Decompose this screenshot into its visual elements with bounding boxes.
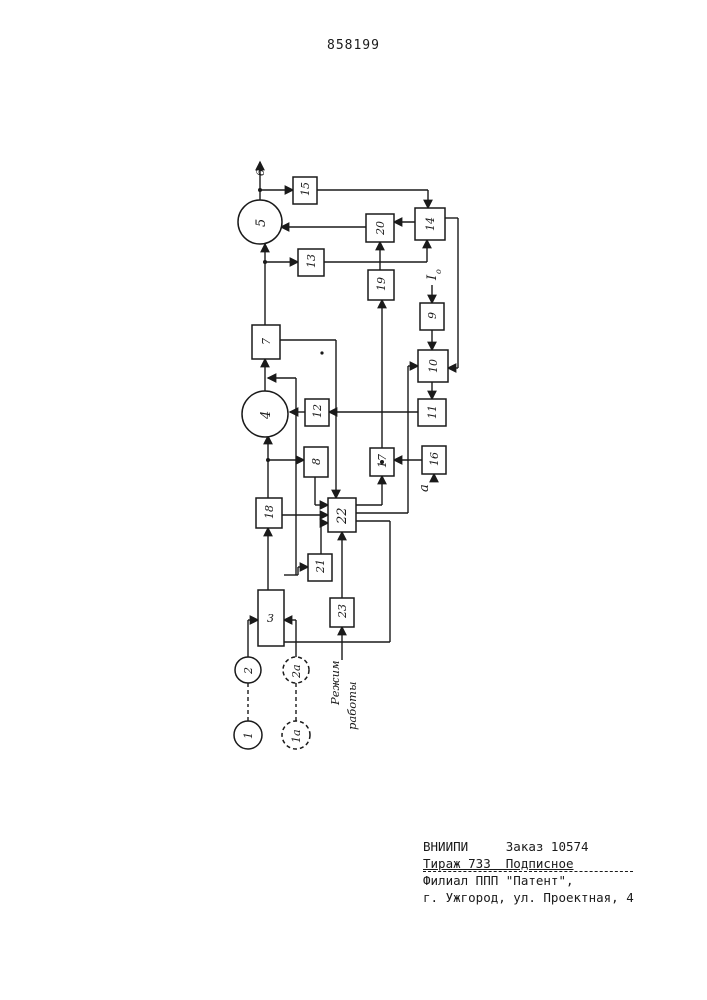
svg-text:19: 19 (375, 277, 388, 291)
machine-5: 5 (238, 200, 282, 244)
svg-text:1: 1 (242, 732, 255, 739)
svg-text:работы: работы (345, 682, 359, 730)
svg-text:11: 11 (426, 405, 439, 419)
output-label-6: 6 (254, 169, 267, 176)
svg-text:I: I (425, 274, 440, 281)
mode-label: Режим работы (328, 660, 359, 730)
block-22: 22 (328, 498, 356, 532)
svg-text:1a: 1a (290, 729, 303, 743)
svg-text:o: o (434, 269, 443, 274)
svg-text:18: 18 (263, 505, 276, 519)
block-12: 12 (305, 399, 329, 426)
svg-text:22: 22 (335, 507, 350, 525)
svg-text:12: 12 (311, 404, 324, 418)
svg-text:4: 4 (259, 411, 274, 420)
imprint-rule (423, 871, 633, 872)
block-7: 7 (252, 325, 280, 359)
svg-text:23: 23 (336, 604, 349, 619)
block-16: 16 (422, 446, 446, 474)
svg-text:2a: 2a (290, 664, 303, 679)
imprint: ВНИИПИ Заказ 10574 Тираж 733 Подписное Ф… (423, 838, 634, 906)
svg-text:Режим: Режим (328, 660, 342, 706)
svg-text:2: 2 (242, 667, 255, 675)
svg-text:20: 20 (374, 221, 387, 236)
block-19: 19 (368, 270, 394, 300)
svg-text:14: 14 (424, 217, 437, 231)
machine-4: 4 (242, 391, 288, 437)
svg-text:8: 8 (310, 458, 323, 465)
svg-text:10: 10 (427, 359, 440, 373)
block-13: 13 (298, 249, 324, 276)
imprint-line-1: ВНИИПИ Заказ 10574 (423, 838, 634, 855)
svg-text:21: 21 (314, 559, 327, 574)
imprint-line-3: Филиал ППП "Патент", (423, 872, 634, 889)
svg-text:13: 13 (305, 254, 318, 268)
block-3: 3 (258, 590, 284, 646)
source-1a: 1a (282, 721, 310, 749)
source-1: 1 (234, 721, 262, 749)
svg-text:5: 5 (254, 219, 269, 227)
input-label-alpha: a (417, 484, 432, 492)
svg-text:7: 7 (260, 338, 273, 345)
block-14: 14 (415, 208, 445, 240)
block-18: 18 (256, 498, 282, 528)
block-9: 9 (420, 303, 444, 330)
source-2a: 2a (283, 657, 309, 683)
block-20: 20 (366, 214, 394, 242)
svg-text:16: 16 (428, 452, 441, 466)
svg-text:3: 3 (267, 612, 274, 625)
imprint-line-4: г. Ужгород, ул. Проектная, 4 (423, 889, 634, 906)
source-2: 2 (235, 657, 261, 683)
svg-text:15: 15 (299, 182, 312, 196)
block-11: 11 (418, 399, 446, 426)
svg-text:a: a (417, 484, 432, 492)
block-21: 21 (308, 554, 332, 581)
block-15: 15 (293, 177, 317, 204)
input-label-i0: I o (425, 269, 443, 281)
block-8: 8 (304, 447, 328, 477)
block-23: 23 (330, 598, 354, 627)
svg-text:9: 9 (426, 312, 439, 319)
block-10: 10 (418, 350, 448, 382)
imprint-line-2: Тираж 733 Подписное (423, 855, 634, 872)
